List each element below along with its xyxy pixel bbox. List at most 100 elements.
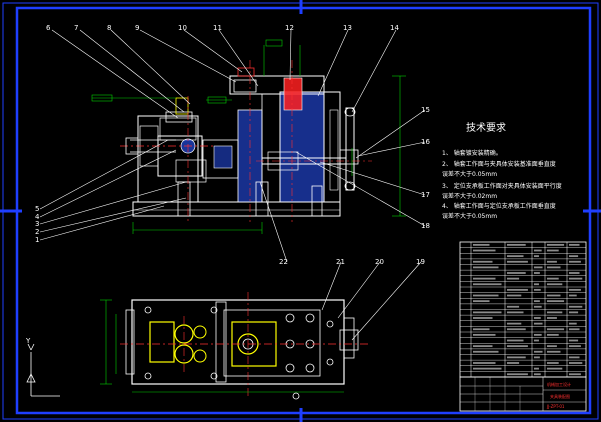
parts-list-cell-mark — [569, 272, 580, 274]
parts-list-cell-mark — [534, 266, 543, 269]
parts-list-cell-mark — [507, 373, 528, 376]
parts-list-cell-mark — [473, 249, 496, 252]
balloon-14: 14 — [390, 24, 399, 32]
parts-list-cell-mark — [507, 356, 526, 359]
parts-list-cell-mark — [547, 283, 563, 286]
balloon-11: 11 — [213, 24, 222, 32]
parts-list-cell-mark — [569, 305, 583, 308]
parts-list-cell-mark — [534, 373, 541, 376]
balloon-8: 8 — [107, 24, 111, 32]
parts-list-cell-mark — [547, 362, 559, 364]
parts-list-cell-mark — [534, 300, 540, 303]
balloon-3: 3 — [35, 220, 39, 228]
balloon-17: 17 — [421, 191, 430, 199]
note-line-2: 2、 轴套工作面与夹具体安装基准面垂直度 — [442, 160, 556, 168]
title-block-drawing-number: JJ-ZPT-01 — [546, 404, 565, 409]
technical-requirements: 技术要求 1、 轴套镀安装精确。 2、 轴套工作面与夹具体安装基准面垂直度 误差… — [442, 121, 562, 220]
parts-list-cell-mark — [569, 373, 581, 376]
axis-label-y: Y — [25, 337, 31, 345]
balloon-15: 15 — [421, 106, 430, 114]
parts-list-cell-mark — [507, 322, 522, 325]
balloon-16: 16 — [421, 138, 430, 146]
parts-list-cell-mark — [473, 345, 493, 348]
parts-list-cell-mark — [547, 367, 563, 370]
parts-list-cell-mark — [507, 311, 524, 314]
parts-list-cell-mark — [569, 288, 581, 291]
parts-list-cell-mark — [534, 305, 542, 308]
parts-list-cell-mark — [507, 339, 524, 342]
balloon-1: 1 — [35, 236, 39, 244]
note-line-5: 误差不大于0.02mm — [442, 192, 497, 200]
parts-list-cell-mark — [547, 350, 561, 353]
parts-list-cell-mark — [569, 260, 581, 263]
parts-list-cell-mark — [547, 277, 559, 280]
parts-list-cell-mark — [569, 243, 580, 246]
parts-list-cell-mark — [473, 300, 490, 303]
balloon-9: 9 — [135, 24, 139, 32]
note-line-7: 误差不大于0.05mm — [442, 212, 497, 220]
parts-list-cell-mark — [534, 317, 541, 319]
title-block: 机械加工设计 夹具装配图 JJ-ZPT-01 — [459, 376, 587, 412]
balloon-labels-right: 15 16 17 18 — [421, 106, 430, 230]
parts-list-cell-mark — [569, 255, 579, 258]
parts-list-cell-mark — [473, 294, 499, 297]
parts-list-cell-mark — [569, 339, 579, 342]
parts-list-cell-mark — [569, 345, 581, 348]
note-line-3: 误差不大于0.05mm — [442, 170, 497, 178]
parts-list-cell-mark — [507, 272, 526, 274]
parts-list-cell-mark — [534, 255, 539, 258]
parts-list-cell-mark — [507, 277, 520, 280]
balloon-4: 4 — [35, 213, 40, 221]
note-line-4: 3、 定位支承板工作面对夹具体安装面平行度 — [442, 182, 562, 190]
parts-list-cell-mark — [569, 277, 583, 280]
parts-list-table — [459, 241, 587, 378]
parts-list-cell-mark — [473, 260, 493, 263]
parts-list-cell-mark — [507, 255, 524, 258]
balloon-21: 21 — [336, 258, 345, 266]
parts-list-cell-mark — [473, 333, 496, 336]
balloon-19: 19 — [416, 258, 425, 266]
parts-list-cell-mark — [473, 350, 499, 353]
balloon-labels-bottom: 22 21 20 19 — [279, 258, 425, 266]
parts-list-cell-mark — [547, 249, 559, 252]
parts-list-cell-mark — [473, 362, 496, 364]
ucs-axis-indicator: Y — [25, 337, 60, 397]
parts-list-cell-mark — [547, 243, 565, 246]
balloon-2: 2 — [35, 228, 39, 236]
notes-title: 技术要求 — [466, 121, 506, 134]
parts-list-cell-mark — [534, 333, 542, 336]
parts-list-cell-mark — [547, 266, 561, 269]
parts-list-cell-mark — [507, 243, 526, 246]
parts-list-cell-mark — [534, 272, 540, 274]
leader-lines — [39, 29, 426, 341]
parts-list-cell-mark — [547, 333, 559, 336]
parts-list-cell-mark — [569, 328, 580, 331]
balloon-13: 13 — [343, 24, 352, 32]
parts-list-cell-mark — [507, 345, 528, 348]
balloon-5: 5 — [35, 205, 39, 213]
parts-list-cell-mark — [534, 350, 543, 353]
parts-list-cell-mark — [534, 339, 539, 342]
parts-list-cell-mark — [507, 294, 522, 297]
balloon-labels-top: 6 7 8 9 10 11 12 13 14 — [46, 24, 399, 32]
parts-list-cell-mark — [473, 266, 499, 269]
parts-list-cell-mark — [473, 311, 502, 314]
parts-list-cell-mark — [473, 243, 490, 246]
parts-list-cell-mark — [473, 277, 496, 280]
parts-list-cell-mark — [569, 311, 579, 314]
balloon-10: 10 — [178, 24, 187, 32]
parts-list-cell-mark — [547, 294, 561, 297]
parts-list-cell-mark — [534, 288, 541, 291]
parts-list-cell-mark — [473, 328, 490, 331]
parts-list-cell-mark — [534, 322, 543, 325]
front-view-dimensions — [91, 39, 406, 234]
balloon-22: 22 — [279, 258, 288, 266]
parts-list-cell-mark — [547, 345, 557, 348]
parts-list-cell-mark — [473, 317, 493, 319]
parts-list-cell-mark — [547, 328, 565, 331]
note-line-6: 4、 轴套工作面与定位支承板工作面垂直度 — [442, 202, 556, 210]
balloon-6: 6 — [46, 24, 51, 32]
balloon-20: 20 — [375, 258, 384, 266]
balloon-18: 18 — [421, 222, 430, 230]
